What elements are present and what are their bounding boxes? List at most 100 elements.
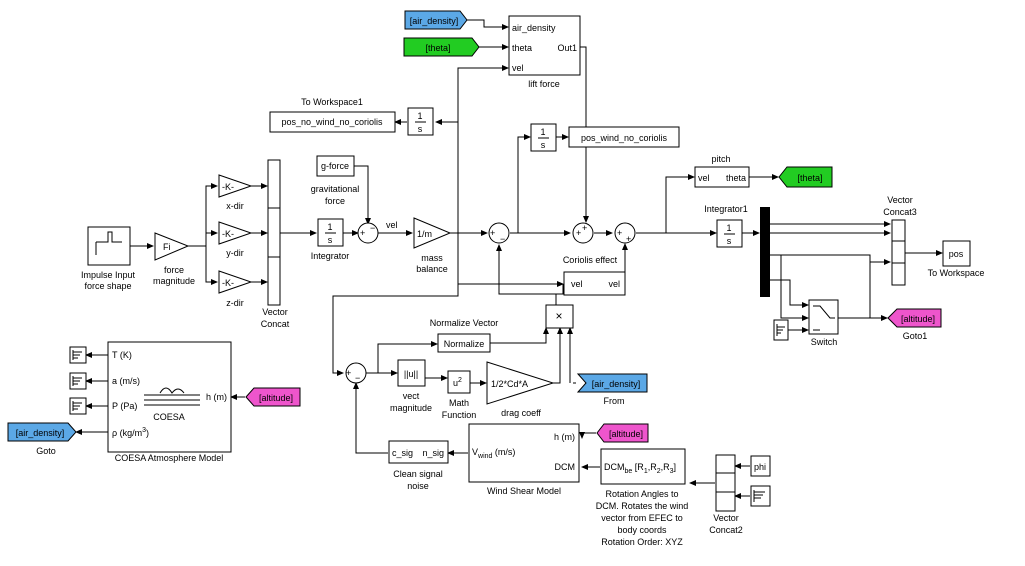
sum-block-3[interactable]: + +: [572, 222, 594, 244]
goto-air-density-label: Goto: [36, 446, 56, 456]
lift-in2: theta: [512, 43, 532, 53]
dcm-block[interactable]: DCMbe [R1,R2,R3] Rotation Angles to DCM.…: [596, 448, 689, 547]
coesa-in: h (m): [206, 392, 227, 402]
pitch-label: pitch: [711, 154, 730, 164]
wind-shear-block[interactable]: Vwind (m/s) h (m) DCM Wind Shear Model: [468, 423, 580, 496]
from-theta-top-text: [theta]: [425, 43, 450, 53]
pitch-in: vel: [698, 173, 710, 183]
coesa-icon-text: COESA: [153, 412, 185, 422]
sum-block-2[interactable]: + −: [488, 222, 510, 244]
gain-z-block[interactable]: -K- z-dir: [218, 270, 253, 308]
goto-theta[interactable]: [theta]: [778, 166, 833, 188]
to-workspace1-block[interactable]: pos_no_wind_no_coriolis To Workspace1: [269, 97, 396, 133]
coesa-cloud-icon: [144, 387, 200, 406]
integrator-num: 1: [327, 222, 332, 232]
goto-air-density[interactable]: [air_density] Goto: [7, 422, 77, 456]
sum-2-sign-1: +: [490, 228, 495, 238]
vector-concat2-block[interactable]: Vector Concat2: [709, 454, 743, 535]
integrator-den: s: [328, 235, 333, 245]
gain-y-text: -K-: [222, 229, 234, 239]
vect-mag-text: ||u||: [404, 369, 418, 379]
sum-4-sign-2: +: [626, 234, 631, 244]
lift-force-block[interactable]: air_density theta vel Out1 lift force: [508, 15, 581, 89]
pitch-block[interactable]: vel theta pitch: [694, 154, 750, 188]
clean-signal-block[interactable]: c_sig n_sig Clean signal noise: [388, 440, 449, 491]
gain-z-label: z-dir: [226, 298, 244, 308]
force-magnitude-block[interactable]: Fi force magnitude: [153, 232, 195, 286]
goto-altitude-text: [altitude]: [901, 314, 935, 324]
integ-tw2-den: s: [541, 140, 546, 150]
clean-signal-out: n_sig: [422, 448, 444, 458]
vector-concat-block[interactable]: Vector Concat: [261, 159, 290, 329]
goto-altitude[interactable]: [altitude] Goto1: [887, 308, 942, 341]
dcm-label-5: Rotation Order: XYZ: [601, 537, 683, 547]
integrator-tw1-block[interactable]: 1 s: [407, 107, 434, 136]
sum-block-1[interactable]: + −: [357, 222, 379, 244]
force-magnitude-text: Fi: [163, 242, 171, 252]
vector-concat2-label-1: Vector: [713, 513, 739, 523]
dcm-label-2: DCM. Rotates the wind: [596, 501, 689, 511]
vector-concat3-block[interactable]: Vector Concat3: [883, 195, 917, 286]
integrator-tw2-block[interactable]: 1 s: [530, 123, 557, 152]
coriolis-out: vel: [608, 279, 620, 289]
dcm-label-3: vector from EFEC to: [601, 513, 683, 523]
drag-coeff-block[interactable]: 1/2*Cd*A drag coeff: [486, 361, 555, 418]
clean-signal-in: c_sig: [392, 448, 413, 458]
gforce-label-1: gravitational: [311, 184, 360, 194]
wind-shear-out: Vwind (m/s): [472, 447, 515, 460]
from-air-density-top[interactable]: [air_density]: [404, 10, 468, 30]
switch-label: Switch: [811, 337, 838, 347]
from-altitude-coesa[interactable]: [altitude]: [245, 387, 301, 407]
sum-block-4[interactable]: + +: [614, 222, 636, 244]
from-air-density-mid[interactable]: [air_density] From: [576, 373, 648, 406]
coesa-out3: P (Pa): [112, 401, 137, 411]
to-workspace-block[interactable]: pos To Workspace: [928, 240, 985, 278]
demux-block[interactable]: [760, 207, 770, 297]
integrator1-block[interactable]: 1 s Integrator1: [704, 204, 748, 248]
integrator-label: Integrator: [311, 251, 350, 261]
integrator1-num: 1: [726, 223, 731, 233]
math-fn-expr: u2: [453, 377, 462, 388]
coesa-atmosphere-block[interactable]: T (K) a (m/s) P (Pa) ρ (kg/m3) h (m) COE…: [107, 341, 232, 463]
phi-text: phi: [754, 462, 766, 472]
ground-switch-icon: [773, 319, 789, 341]
gain-y-label: y-dir: [226, 248, 244, 258]
pos-wind-workspace-block[interactable]: pos_wind_no_coriolis: [568, 126, 680, 148]
sum-block-5[interactable]: + −: [345, 362, 367, 384]
coriolis-effect-block[interactable]: vel vel Coriolis effect: [563, 255, 626, 296]
integ-tw2-num: 1: [540, 127, 545, 137]
gain-y-block[interactable]: -K- y-dir: [218, 221, 253, 258]
normalize-vector-block[interactable]: Normalize Normalize Vector: [430, 318, 499, 353]
pitch-out: theta: [726, 173, 746, 183]
impulse-input-block[interactable]: Impulse Input force shape: [81, 226, 136, 291]
coesa-label: COESA Atmosphere Model: [115, 453, 224, 463]
sum-1-sign: +: [360, 228, 365, 238]
mass-balance-block[interactable]: 1/m mass balance: [413, 217, 452, 274]
integrator-block[interactable]: 1 s Integrator: [311, 218, 350, 261]
dcm-label-4: body coords: [617, 525, 667, 535]
from-theta-top[interactable]: [theta]: [403, 37, 480, 57]
from-altitude-wind-text: [altitude]: [609, 429, 643, 439]
wind-shear-in2: DCM: [555, 462, 576, 472]
product-block[interactable]: ×: [545, 304, 574, 329]
gforce-label-2: force: [325, 196, 345, 206]
switch-block[interactable]: Switch: [808, 299, 839, 347]
to-workspace1-text: pos_no_wind_no_coriolis: [281, 117, 383, 127]
mass-label-2: balance: [416, 264, 448, 274]
sum-1-sign-2: −: [370, 223, 375, 233]
signal-lines: [75, 19, 943, 499]
math-function-block[interactable]: u2 Math Function: [442, 370, 477, 420]
sum-2-sign-2: −: [500, 234, 505, 244]
vect-magnitude-block[interactable]: ||u|| vect magnitude: [390, 359, 432, 413]
to-workspace-text: pos: [949, 249, 964, 259]
gravitational-force-block[interactable]: g-force gravitational force: [311, 155, 360, 206]
gain-x-block[interactable]: -K- x-dir: [218, 174, 253, 211]
normalize-label: Normalize Vector: [430, 318, 499, 328]
integrator1-label: Integrator1: [704, 204, 748, 214]
from-altitude-wind[interactable]: [altitude]: [596, 423, 649, 443]
gain-x-label: x-dir: [226, 201, 244, 211]
vect-mag-label-2: magnitude: [390, 403, 432, 413]
phi-block[interactable]: phi: [750, 455, 771, 477]
coriolis-label: Coriolis effect: [563, 255, 618, 265]
